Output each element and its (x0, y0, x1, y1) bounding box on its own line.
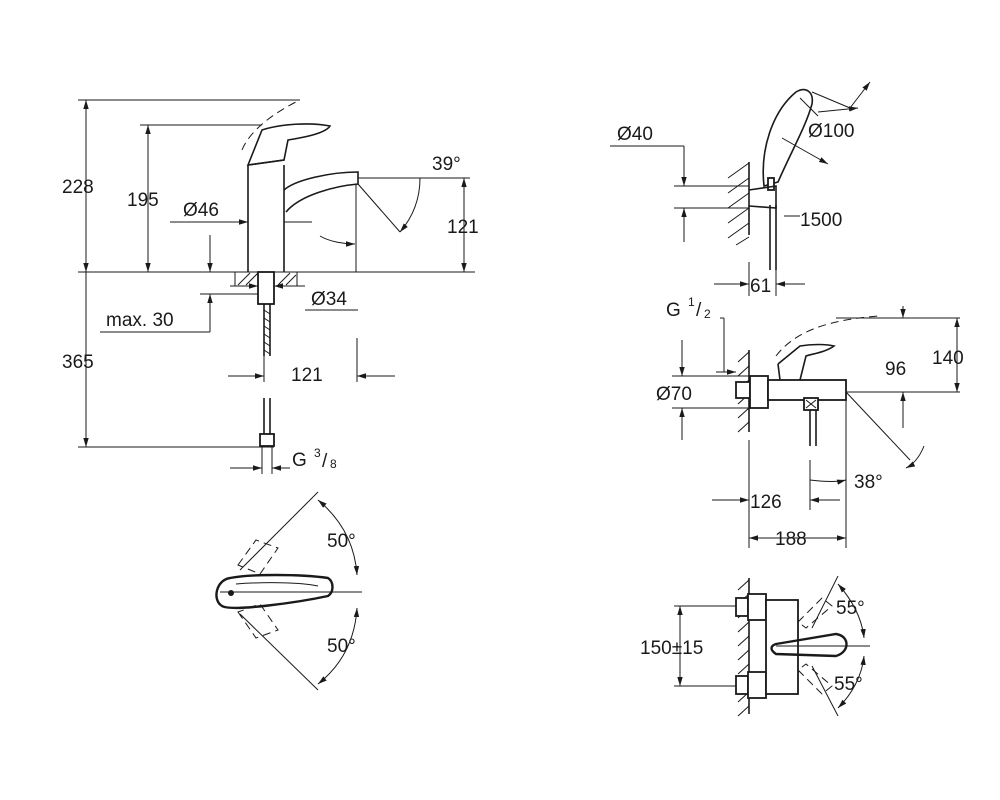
mixer-body (767, 379, 847, 401)
thread-g12-base: G (666, 300, 681, 321)
dim-d70: Ø70 (656, 384, 692, 405)
dim-228: 228 (62, 177, 94, 198)
dim-96: 96 (885, 359, 906, 380)
dim-38deg: 38° (854, 472, 883, 493)
svg-text:/: / (322, 451, 328, 472)
basin-mixer-side-view: 228 195 Ø46 39° 121 max. 30 Ø34 (62, 99, 479, 474)
dim-140: 140 (932, 348, 964, 369)
basin-mixer-top-view: 50° 50° (215, 491, 362, 691)
spout (283, 171, 359, 213)
dim-max30: max. 30 (106, 310, 174, 331)
rotation-50-bottom: 50° (327, 636, 356, 657)
wall-holder (748, 185, 777, 209)
dim-d46: Ø46 (183, 200, 219, 221)
mixer-body (247, 165, 285, 272)
shank (257, 271, 275, 305)
lever-handle (246, 123, 332, 166)
dim-188: 188 (775, 529, 807, 550)
supply-hose (259, 304, 275, 447)
dim-d34: Ø34 (311, 289, 347, 310)
dim-d40: Ø40 (617, 124, 653, 145)
dim-121-vertical: 121 (447, 217, 479, 238)
dim-d100: Ø100 (808, 121, 854, 142)
rotation-55-bottom: 55° (834, 674, 863, 695)
dim-150pm15: 150±15 (640, 638, 703, 659)
dim-195: 195 (127, 190, 159, 211)
dim-365: 365 (62, 352, 94, 373)
bath-lever (777, 343, 836, 381)
dim-61: 61 (750, 276, 771, 297)
ghost-handle (241, 99, 301, 151)
rotation-50-top: 50° (327, 531, 356, 552)
shower-head (762, 88, 814, 188)
thread-g38-sup: 3 (314, 446, 321, 460)
dim-1500: 1500 (800, 210, 842, 231)
dim-126: 126 (750, 492, 782, 513)
svg-text:/: / (696, 300, 702, 321)
thread-g38-sub: 8 (330, 457, 337, 471)
thread-g12-sub: 2 (704, 307, 711, 321)
top-view-lever (215, 573, 334, 610)
wall-connector (735, 381, 751, 399)
thread-g38-base: G (292, 450, 307, 471)
rotation-55-top: 55° (836, 598, 865, 619)
dim-121-horizontal: 121 (291, 365, 323, 386)
hand-shower: Ø40 Ø100 1500 61 (610, 81, 871, 297)
escutcheon (749, 375, 769, 409)
bath-mixer-top-view: 150±15 55° 55° (640, 575, 870, 717)
thread-g12-sup: 1 (688, 295, 695, 309)
bath-mixer-side-view: G 1 / 2 Ø70 96 140 38° 126 188 (656, 295, 964, 550)
dim-39deg: 39° (432, 154, 461, 175)
